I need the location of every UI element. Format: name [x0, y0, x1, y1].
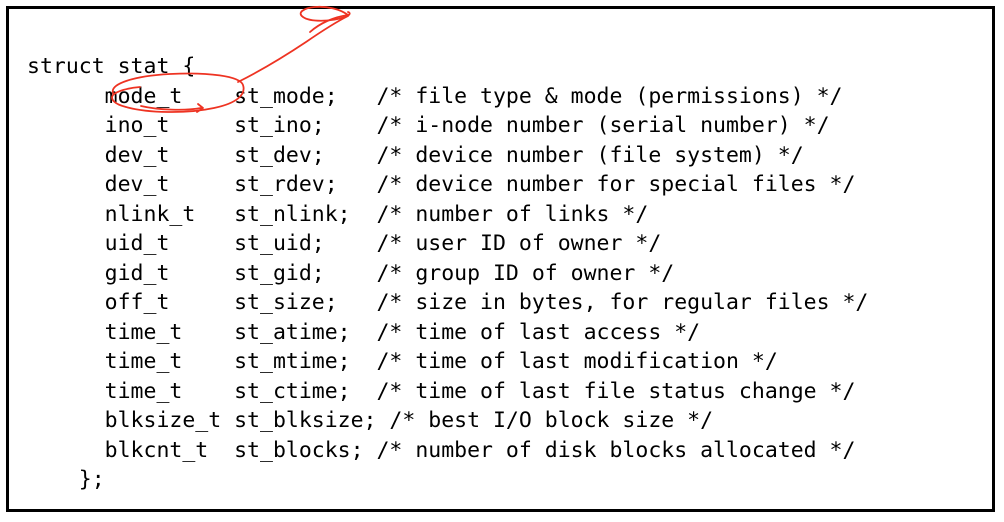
code-line: gid_t st_gid; /* group ID of owner */ — [27, 260, 675, 286]
code-line: }; — [27, 467, 105, 492]
code-line: off_t st_size; /* size in bytes, for reg… — [27, 290, 869, 315]
code-line: blkcnt_t st_blocks; /* number of disk bl… — [27, 437, 856, 463]
code-line: time_t st_atime; /* time of last access … — [27, 319, 701, 345]
code-line: dev_t st_dev; /* device number (file sys… — [27, 142, 804, 168]
code-line: mode_t st_mode; /* file type & mode (per… — [27, 83, 843, 109]
code-line: dev_t st_rdev; /* device number for spec… — [27, 172, 856, 197]
code-line: time_t st_mtime; /* time of last modific… — [27, 349, 778, 374]
code-line: nlink_t st_nlink; /* number of links */ — [27, 201, 649, 227]
code-line: struct stat { — [27, 54, 196, 79]
code-line: ino_t st_ino; /* i-node number (serial n… — [27, 113, 830, 138]
code-block: struct stat { mode_t st_mode; /* file ty… — [27, 52, 868, 495]
code-line: uid_t st_uid; /* user ID of owner */ — [27, 231, 662, 256]
code-line: time_t st_ctime; /* time of last file st… — [27, 378, 856, 404]
code-line: blksize_t st_blksize; /* best I/O block … — [27, 408, 714, 433]
